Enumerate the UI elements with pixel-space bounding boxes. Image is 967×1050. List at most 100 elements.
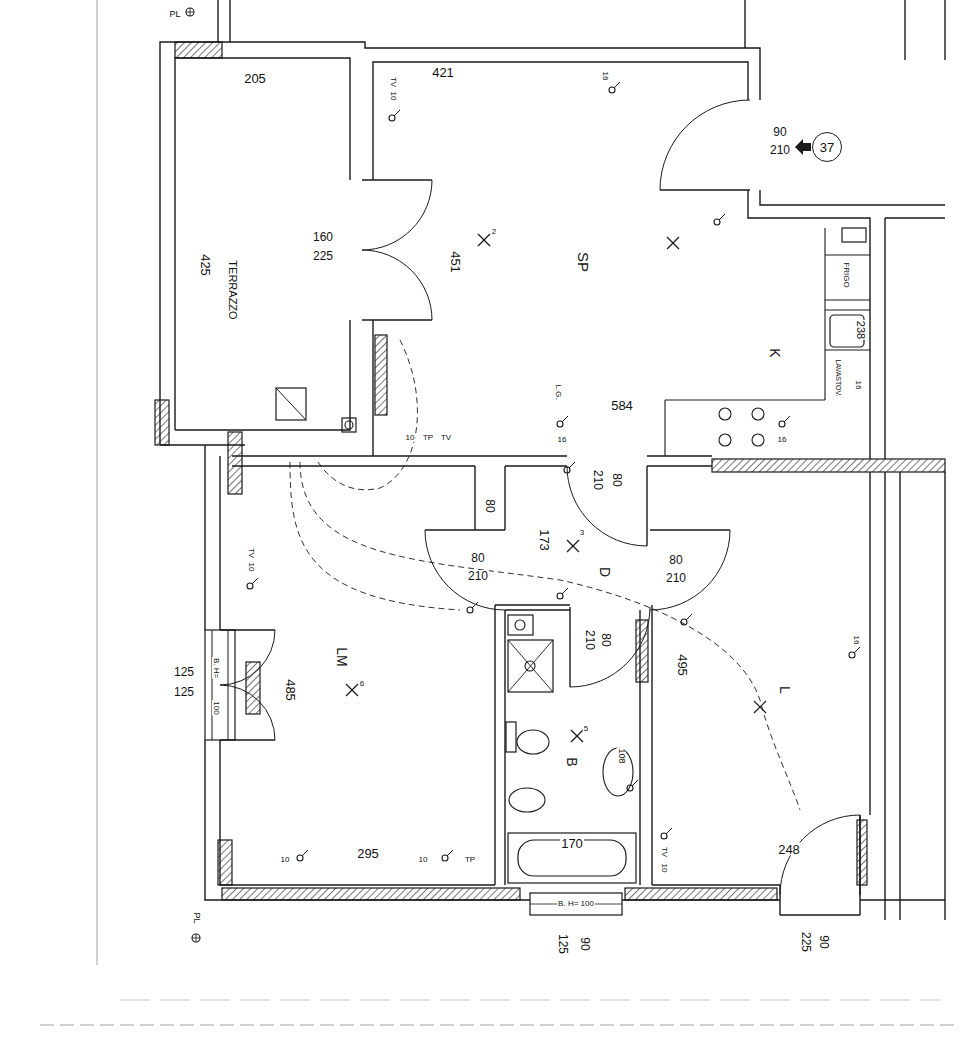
door-swing — [567, 466, 647, 546]
wall-line — [204, 445, 205, 630]
shower-tray — [508, 640, 553, 692]
light-point — [754, 701, 766, 713]
plan-label: TV — [660, 846, 668, 858]
washbasin-small — [508, 615, 533, 635]
counter-line — [825, 310, 870, 311]
terrace-light — [276, 388, 306, 420]
plan-label: 16 — [601, 71, 609, 82]
wall-line — [647, 465, 712, 466]
wall-line — [220, 740, 495, 885]
plan-label: L.G. — [554, 383, 562, 400]
hatched-wall — [175, 42, 222, 58]
plan-label: 125 — [173, 666, 195, 678]
plan-label: 205 — [243, 72, 267, 85]
plan-label: B. H= 100 — [557, 900, 595, 908]
switch-symbol — [562, 588, 568, 594]
light-point — [346, 684, 358, 696]
wall-line — [869, 472, 870, 815]
plan-label: 6 — [359, 680, 365, 688]
stove-burner — [719, 408, 731, 420]
wall-line — [504, 466, 505, 530]
door-leaf — [650, 529, 730, 530]
wall-line — [495, 604, 570, 605]
hatched-wall — [222, 888, 520, 900]
wall-line — [651, 605, 652, 885]
stove-burner — [752, 434, 764, 446]
switch-symbol — [666, 828, 672, 834]
counter-line — [825, 300, 870, 301]
wall-line — [372, 320, 373, 456]
plan-label: 80 — [611, 472, 623, 487]
switch-symbol — [562, 416, 568, 422]
switch-symbol — [614, 82, 620, 88]
plan-label: D — [598, 566, 612, 578]
callout-circle: 37 — [812, 132, 842, 162]
plan-label: 485 — [284, 678, 297, 702]
plan-label: PL — [168, 10, 181, 19]
light-point — [571, 730, 583, 742]
plan-label: 80 — [484, 498, 496, 513]
hatched-wall — [155, 400, 169, 445]
wall-line — [744, 0, 745, 48]
counter-line — [824, 228, 825, 400]
plan-label: 210 — [467, 570, 489, 582]
pl-symbol — [190, 8, 191, 16]
outlet-box — [342, 418, 356, 432]
plan-label: 90 — [772, 126, 787, 138]
radiator — [857, 820, 867, 885]
hatched-wall — [625, 888, 777, 900]
wall-line — [160, 444, 245, 445]
plan-label: 16 — [777, 436, 788, 444]
sheet-edge — [97, 0, 98, 965]
door-leaf — [425, 529, 505, 530]
plan-label: 210 — [769, 144, 791, 156]
wall-line — [232, 465, 475, 466]
plan-label: B. H= — [212, 657, 220, 679]
wall-line — [748, 190, 870, 459]
wall-line — [860, 899, 945, 900]
toilet-tank — [506, 722, 516, 752]
plan-label: 10 — [405, 434, 416, 442]
plan-label: K — [768, 347, 782, 358]
light-point — [567, 540, 579, 552]
door-leaf — [362, 179, 432, 180]
switch-symbol — [854, 647, 860, 653]
wall-line — [474, 466, 475, 530]
door-leaf — [220, 739, 275, 740]
plan-label: 225 — [312, 250, 334, 262]
shower-tray — [508, 640, 553, 692]
window-line — [212, 630, 213, 740]
door-swing — [570, 607, 650, 687]
pl-symbol — [196, 934, 197, 942]
wall-line — [175, 58, 350, 430]
door-swing — [362, 250, 432, 320]
door-leaf — [660, 189, 750, 190]
wall-line — [494, 605, 495, 885]
plan-label: TP — [422, 434, 434, 442]
plan-label: 210 — [584, 629, 596, 651]
counter-line — [665, 399, 825, 400]
switch-symbol — [394, 110, 400, 116]
wall-line — [175, 320, 350, 430]
plan-label: LM — [335, 646, 349, 667]
wall-line — [884, 218, 885, 459]
door-leaf — [569, 607, 570, 687]
plan-label: 16 — [854, 380, 862, 391]
hatched-wall — [712, 459, 945, 472]
wall-line — [205, 740, 530, 900]
plan-label: 238 — [855, 320, 866, 340]
plan-label: 80 — [470, 552, 485, 564]
door-swing — [362, 180, 432, 250]
wall-line — [219, 456, 220, 630]
sheet-edge — [120, 1000, 940, 1001]
light-point — [754, 701, 766, 713]
shower-tray — [508, 640, 553, 692]
plan-label: 295 — [356, 847, 380, 860]
plan-label: 90 — [818, 934, 830, 949]
wiring — [300, 462, 800, 810]
toilet — [517, 730, 549, 754]
plan-label: 3 — [579, 529, 585, 537]
door-leaf — [220, 629, 275, 630]
wall-line — [884, 472, 885, 920]
floor-plan — [40, 0, 960, 1025]
